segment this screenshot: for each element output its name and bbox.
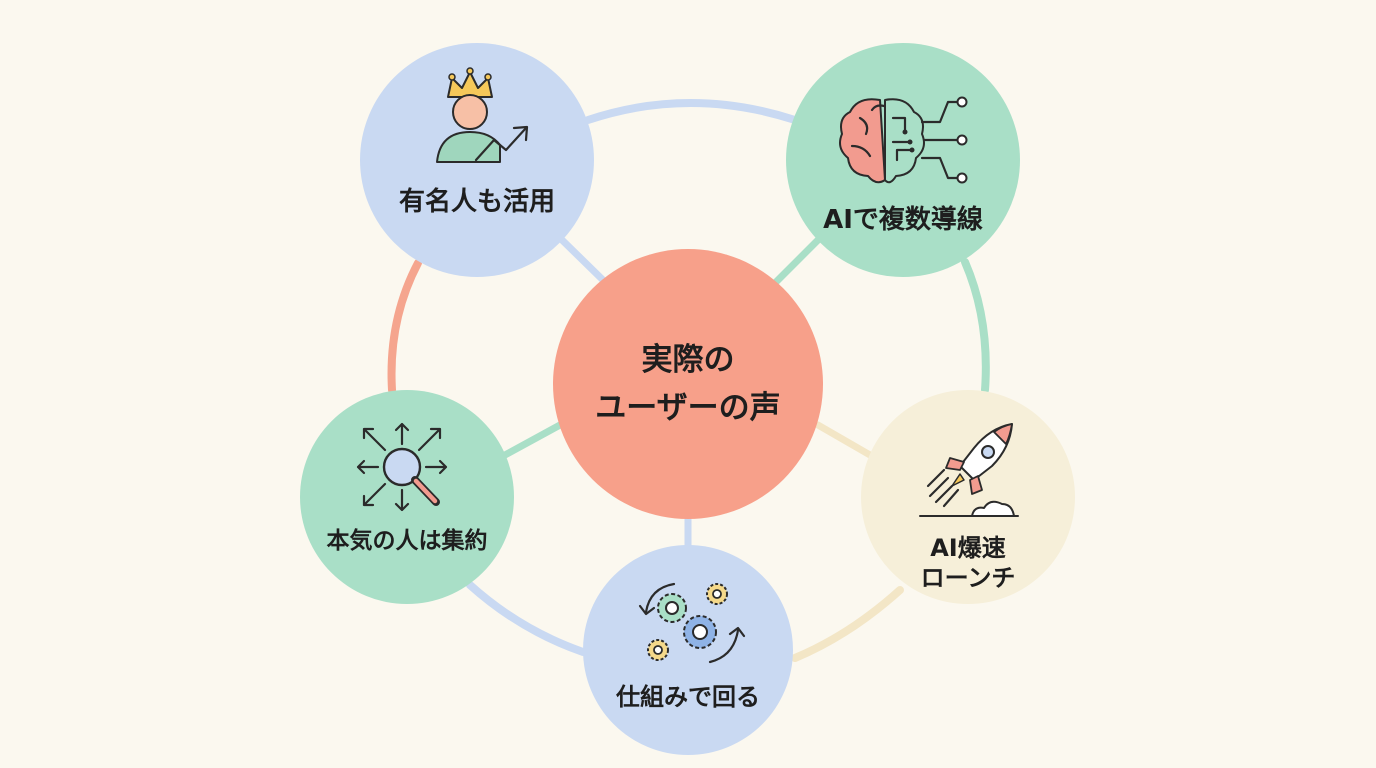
- node-system: 仕組みで回る: [583, 545, 793, 755]
- spoke-gather: [501, 421, 564, 459]
- node-celebrity: 有名人も活用: [360, 43, 594, 277]
- gears-icon: [638, 582, 746, 664]
- node-system-circle: [583, 545, 793, 755]
- node-ai-launch-label-line-1: AI爆速: [930, 534, 1006, 562]
- node-ai-funnels-label-line-1: AIで複数導線: [823, 204, 983, 235]
- node-gather-label-line-1: 本気の人は集約: [327, 527, 488, 554]
- ring-arc-system-to-gather: [466, 581, 587, 656]
- magnifier-arrows-icon: [356, 422, 448, 512]
- center-label-line-1: 実際の: [642, 342, 735, 378]
- spokes: [501, 234, 874, 554]
- node-celebrity-label-line-1: 有名人も活用: [399, 186, 555, 217]
- node-ai-launch-label-line-2: ローンチ: [921, 564, 1016, 592]
- brain-circuit-icon: [839, 96, 968, 184]
- connection-ring: [387, 99, 990, 662]
- crown-person-growth-icon: [436, 67, 529, 163]
- node-system-label-line-1: 仕組みで回る: [615, 683, 760, 711]
- node-ai-launch: AI爆速 ローンチ: [861, 390, 1075, 604]
- spoke-celebrity: [556, 234, 609, 286]
- ring-arc-ai-funnels-to-ai-launch: [961, 258, 990, 394]
- node-gather: 本気の人は集約: [300, 390, 514, 604]
- ring-arc-ai-launch-to-system: [791, 586, 904, 662]
- node-ai-launch-circle: [861, 390, 1075, 604]
- ring-arc-celebrity-to-ai-funnels: [584, 99, 799, 124]
- node-gather-circle: [300, 390, 514, 604]
- center-label-line-2: ユーザーの声: [595, 390, 780, 426]
- node-ai-funnels: AIで複数導線: [786, 43, 1020, 277]
- center-node: 実際の ユーザーの声: [553, 249, 823, 519]
- ring-arc-gather-to-celebrity: [387, 259, 422, 394]
- spoke-ai-funnels: [772, 234, 824, 286]
- center-circle: [553, 249, 823, 519]
- spoke-ai-launch: [814, 421, 874, 459]
- rocket-icon: [919, 423, 1019, 517]
